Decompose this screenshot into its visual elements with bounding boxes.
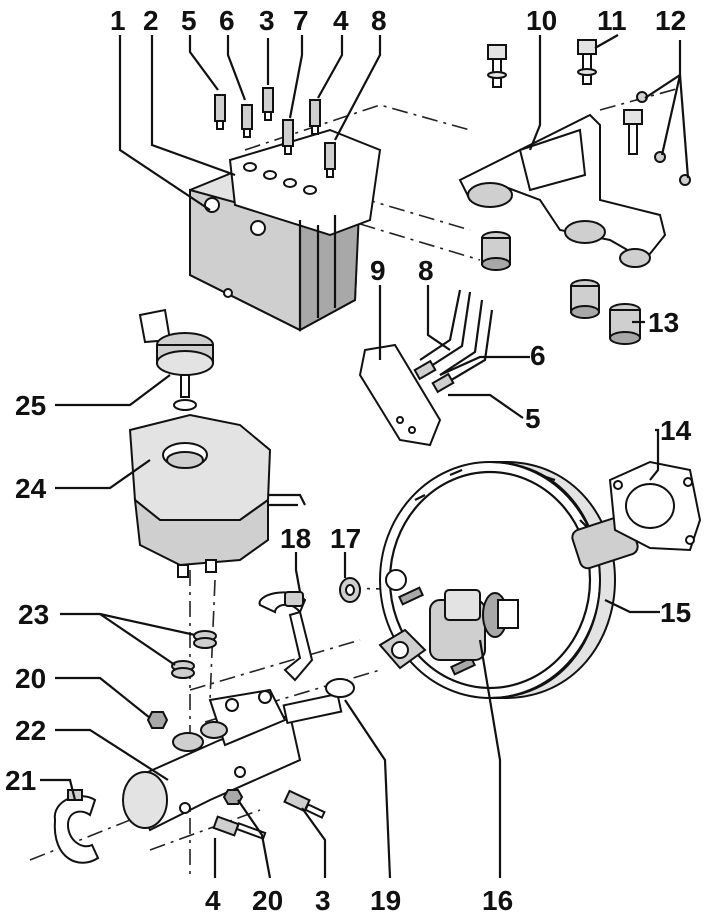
master-cylinder-fittings <box>212 789 326 840</box>
callout-3b: 3 <box>315 885 331 916</box>
callout-8b: 8 <box>418 255 434 286</box>
callout-22: 22 <box>15 715 46 746</box>
reservoir-cap <box>138 308 214 411</box>
retaining-clip <box>53 789 100 864</box>
callout-labels: 1 2 5 6 3 7 4 8 10 11 12 9 8 6 5 13 25 2… <box>5 5 692 916</box>
callout-19: 19 <box>370 885 401 916</box>
callout-4: 4 <box>333 5 349 36</box>
abs-line-fittings <box>214 87 336 178</box>
callout-2: 2 <box>143 5 159 36</box>
callout-6: 6 <box>219 5 235 36</box>
booster-gasket <box>608 460 702 552</box>
callout-12: 12 <box>655 5 686 36</box>
callout-8: 8 <box>371 5 387 36</box>
callout-13: 13 <box>648 307 679 338</box>
callout-24: 24 <box>15 473 47 504</box>
callout-7: 7 <box>293 5 309 36</box>
rubber-mounts <box>481 231 641 345</box>
callout-25: 25 <box>15 390 46 421</box>
callout-20: 20 <box>15 663 46 694</box>
fluid-reservoir <box>128 413 306 578</box>
callout-20b: 20 <box>252 885 283 916</box>
mounting-bracket <box>458 113 667 268</box>
callout-23: 23 <box>18 599 49 630</box>
callout-4b: 4 <box>205 885 221 916</box>
callout-16: 16 <box>482 885 513 916</box>
callout-3: 3 <box>259 5 275 36</box>
callout-18: 18 <box>280 523 311 554</box>
brake-line-connector <box>358 289 494 447</box>
master-cylinder <box>122 688 343 832</box>
reservoir-seals <box>171 630 217 679</box>
callout-11: 11 <box>597 5 627 36</box>
callout-5b: 5 <box>525 403 541 434</box>
vacuum-hose <box>258 591 314 682</box>
leader-lines <box>40 34 690 879</box>
abs-hydraulic-unit <box>189 128 382 332</box>
o-ring <box>325 678 355 698</box>
callout-10: 10 <box>526 5 557 36</box>
callout-14: 14 <box>660 415 692 446</box>
callout-5: 5 <box>181 5 197 36</box>
callout-1: 1 <box>110 5 126 36</box>
callout-9: 9 <box>370 255 386 286</box>
booster-valve-unit <box>378 589 519 670</box>
grommet <box>339 577 361 603</box>
callout-6b: 6 <box>530 340 546 371</box>
callout-21: 21 <box>5 765 36 796</box>
callout-15: 15 <box>660 597 691 628</box>
callout-17: 17 <box>330 523 361 554</box>
